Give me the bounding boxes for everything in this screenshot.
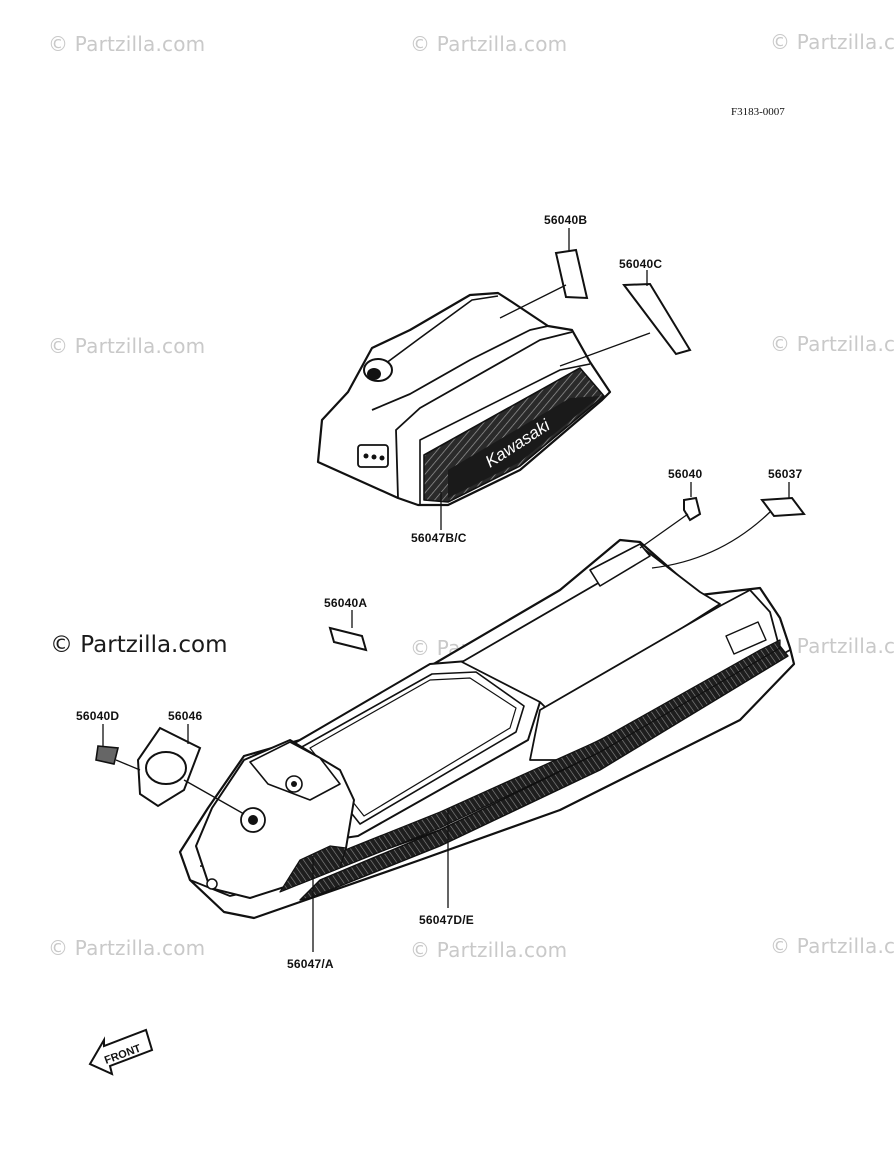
front-direction-arrow: FRONT <box>88 1028 154 1076</box>
diagram-reference: F3183-0007 <box>731 106 785 118</box>
part-label-56040C[interactable]: 56040C <box>619 257 663 271</box>
decal-56046 <box>136 726 202 808</box>
decal-56040C <box>622 282 692 356</box>
engine-hood: Kawasaki <box>316 291 612 507</box>
watermark: © Partzilla.com <box>410 32 568 56</box>
watermark: © Partzilla.com <box>410 938 568 962</box>
watermark: © Partzilla.com <box>770 30 894 54</box>
leader-lines <box>102 228 790 952</box>
part-label-56040[interactable]: 56040 <box>668 467 703 481</box>
watermark: © Partzilla.com <box>48 334 206 358</box>
part-label-56040A[interactable]: 56040A <box>324 596 368 610</box>
decal-56040D <box>95 745 120 765</box>
decal-56040A <box>328 626 368 652</box>
watermark-main: © Partzilla.com <box>50 632 228 658</box>
jet-ski-hull <box>178 538 796 920</box>
part-label-56040D[interactable]: 56040D <box>76 709 120 723</box>
part-label-56040B[interactable]: 56040B <box>544 213 588 227</box>
watermark: © Partzilla.com <box>48 32 206 56</box>
watermark: © Partzilla.com <box>48 936 206 960</box>
part-label-56046[interactable]: 56046 <box>168 709 203 723</box>
part-label-56047A[interactable]: 56047/A <box>287 957 334 971</box>
decal-56040 <box>683 496 702 522</box>
decal-56040B <box>554 248 589 300</box>
watermark: © Partzilla.com <box>770 934 894 958</box>
decal-56037 <box>760 496 806 518</box>
part-label-56047DE[interactable]: 56047D/E <box>419 913 474 927</box>
part-label-56047BC[interactable]: 56047B/C <box>411 531 467 545</box>
part-label-56037[interactable]: 56037 <box>768 467 803 481</box>
watermark: © Partzilla.com <box>770 332 894 356</box>
